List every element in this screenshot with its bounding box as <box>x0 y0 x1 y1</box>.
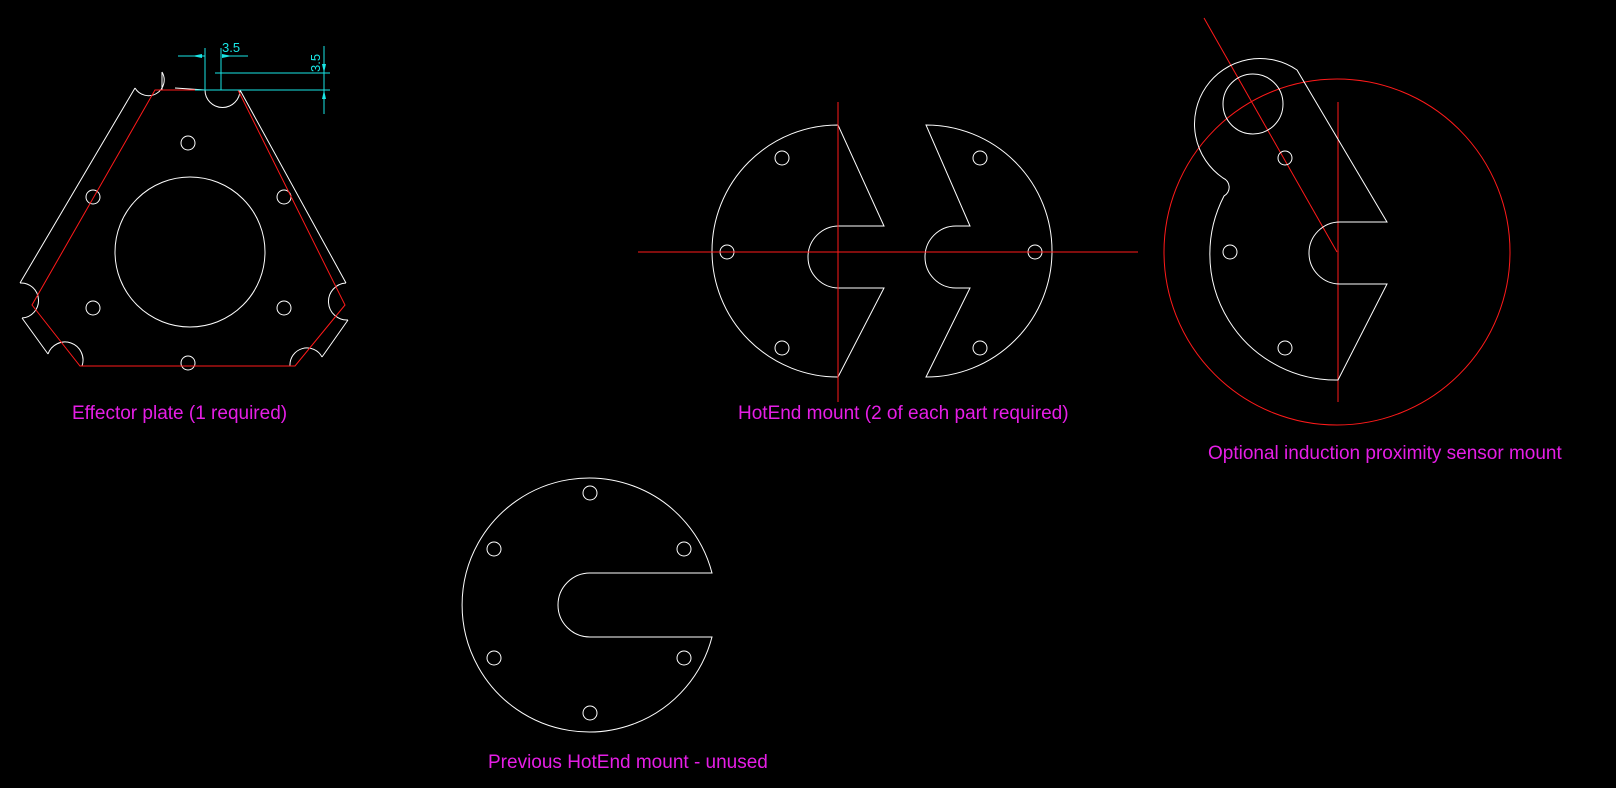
caption-sensor-mount: Optional induction proximity sensor moun… <box>1208 443 1563 464</box>
previous-mount-outline <box>461 477 713 733</box>
hotend-left-bolt-hole <box>774 340 790 356</box>
effector-bolt-hole <box>85 300 101 316</box>
previous-mount-bolt-hole <box>582 705 598 721</box>
caption-effector-plate: Effector plate (1 required) <box>72 403 287 424</box>
effector-bolt-hole <box>276 300 292 316</box>
hotend-right-bolt-hole <box>972 340 988 356</box>
previous-mount-bolt-hole <box>676 650 692 666</box>
effector-outline <box>19 71 349 367</box>
sensor-bolt-hole <box>1277 150 1293 166</box>
sensor-outline <box>1194 58 1388 381</box>
effector-bolt-hole <box>85 189 101 205</box>
previous-hotend-mount <box>461 477 713 733</box>
sensor-bolt-hole <box>1222 244 1238 260</box>
previous-mount-bolt-hole <box>676 541 692 557</box>
dimension-arrow <box>192 54 202 58</box>
caption-hotend-mount: HotEnd mount (2 of each part required) <box>738 403 1069 424</box>
effector-construction-hexagon <box>31 89 346 367</box>
effector-plate: 3.5 3.5 <box>19 40 349 371</box>
sensor-construction-line <box>1203 17 1338 253</box>
effector-center-hole <box>114 176 266 328</box>
sensor-mount <box>1163 17 1511 426</box>
effector-bolt-hole <box>180 135 196 151</box>
dimension-text-vertical: 3.5 <box>308 54 323 72</box>
dimension-text-horizontal: 3.5 <box>222 40 240 55</box>
effector-dimensions: 3.5 3.5 <box>178 40 330 114</box>
previous-mount-bolt-hole <box>582 485 598 501</box>
dimension-arrow <box>222 54 232 58</box>
previous-mount-bolt-hole <box>486 650 502 666</box>
hotend-left-part <box>711 124 885 378</box>
hotend-right-bolt-hole <box>972 150 988 166</box>
sensor-bolt-hole <box>1277 340 1293 356</box>
dimension-arrow <box>322 90 326 99</box>
effector-bolt-hole <box>180 355 196 371</box>
caption-previous-mount: Previous HotEnd mount - unused <box>488 752 768 773</box>
sensor-construction-circle <box>1163 78 1511 426</box>
hotend-mount <box>638 102 1138 402</box>
hotend-right-part <box>924 124 1053 378</box>
sensor-hole <box>1222 73 1284 135</box>
previous-mount-bolt-hole <box>486 541 502 557</box>
dimension-arrow <box>322 64 326 73</box>
hotend-left-bolt-hole <box>774 150 790 166</box>
